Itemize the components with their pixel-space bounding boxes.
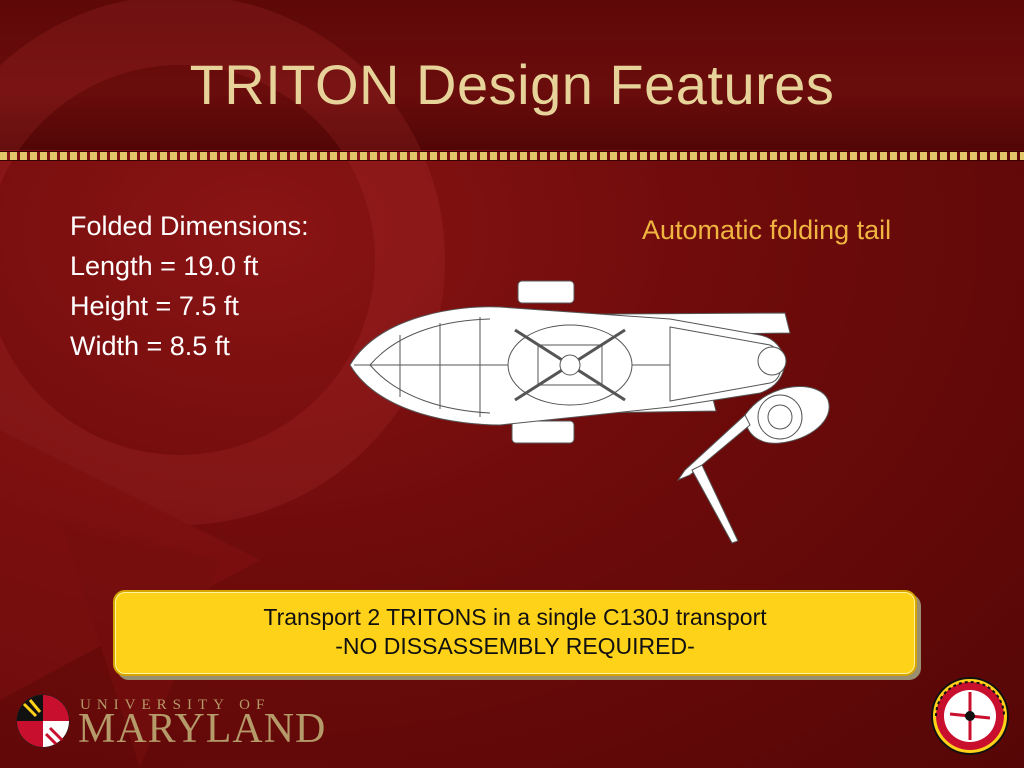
folding-tail-label: Automatic folding tail xyxy=(642,215,892,245)
dimension-length: Length = 19.0 ft xyxy=(70,251,259,281)
dimension-height: Height = 7.5 ft xyxy=(70,291,239,321)
maryland-wordmark: MARYLAND xyxy=(78,706,327,752)
callout-line-1: Transport 2 TRITONS in a single C130J tr… xyxy=(263,604,767,630)
page-title: TRITON Design Features xyxy=(189,53,835,116)
maryland-flag-logo xyxy=(16,694,70,748)
transport-callout-box: Transport 2 TRITONS in a single C130J tr… xyxy=(113,590,917,676)
dimensions-heading: Folded Dimensions: xyxy=(70,211,309,241)
callout-line-2: -NO DISSASSEMBLY REQUIRED- xyxy=(335,633,695,659)
title-band xyxy=(0,0,1024,150)
folded-dimensions: Folded Dimensions: Length = 19.0 ft Heig… xyxy=(70,206,309,366)
dimension-width: Width = 8.5 ft xyxy=(70,331,230,361)
helicopter-topview-drawing xyxy=(349,280,830,544)
rotorcraft-center-logo xyxy=(931,677,1009,755)
dotted-divider xyxy=(0,151,1024,161)
university-of-text: UNIVERSITY OF xyxy=(80,697,271,713)
